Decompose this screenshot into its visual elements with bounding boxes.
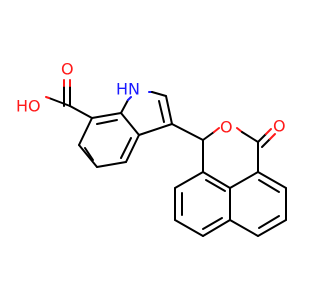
bond-left-inner-3 <box>202 217 223 230</box>
bond-c8-c8a <box>202 171 231 189</box>
bond-c2-c3 <box>165 95 173 125</box>
carbonyl-oxygen-label: O <box>61 60 74 79</box>
bond-c6-c7 <box>78 117 93 146</box>
bond-c7a-n <box>120 99 129 114</box>
carboxylic-acid-group: HO O <box>16 60 93 119</box>
bond-inner-double-2 <box>120 137 132 159</box>
bond-co-double-2-red <box>269 133 276 140</box>
bond-o-co <box>241 131 259 143</box>
bond-co-double-1 <box>257 133 267 143</box>
bond-ch-o <box>202 131 215 141</box>
indole-nh-label: HN <box>116 80 140 99</box>
indole-pyrrole-ring: HN <box>116 80 173 136</box>
bond-right-4 <box>229 219 259 237</box>
hydroxyl-label: HO <box>16 97 41 116</box>
structure-canvas: HO O HN <box>16 60 287 237</box>
lactone-ring-oxygen-label: O <box>220 118 233 137</box>
bond-c3a-c4 <box>125 134 140 163</box>
bond-co-double-2 <box>261 138 271 148</box>
bond-c3-c3a <box>138 123 173 136</box>
lactone-carbonyl-oxygen-label: O <box>273 117 286 136</box>
bond-inner-double-1 <box>96 119 118 125</box>
molecule-drawing: HO O HN <box>16 60 287 237</box>
bond-right-3 <box>257 219 287 237</box>
bond-inner-double-3 <box>84 147 94 161</box>
bond-c-oh-red <box>45 96 50 99</box>
bond-co-double-1-red <box>265 128 272 135</box>
bond-c7a-c3a <box>120 112 140 136</box>
lactone-ring: O O <box>202 117 286 173</box>
bond-c2-c3-double <box>158 100 165 123</box>
indole-benzene-ring <box>78 112 140 168</box>
bond-ch-o-red <box>213 127 220 133</box>
bond-right-inner-1 <box>258 179 280 193</box>
naphthalene-core <box>174 171 287 237</box>
bond-right-inner-2 <box>258 215 280 229</box>
bond-right-1 <box>257 171 287 189</box>
bond-c-oh <box>48 97 71 107</box>
bond-c7-c7a <box>91 112 122 119</box>
bond-left-4 <box>202 219 231 237</box>
bond-left-inner-1 <box>205 179 226 192</box>
bond-o-co-red <box>236 127 243 133</box>
bond-left-3 <box>174 219 204 237</box>
bond-c4-c5 <box>96 161 127 168</box>
bond-c3-ch <box>171 123 204 141</box>
bond-c8a-c1 <box>229 171 259 189</box>
bond-c7a-n-blue <box>127 96 132 101</box>
bond-n-c2 <box>151 91 167 97</box>
bond-c5-c6 <box>78 144 98 168</box>
bond-left-1 <box>174 171 204 189</box>
bond-c7-cooh <box>69 105 93 119</box>
